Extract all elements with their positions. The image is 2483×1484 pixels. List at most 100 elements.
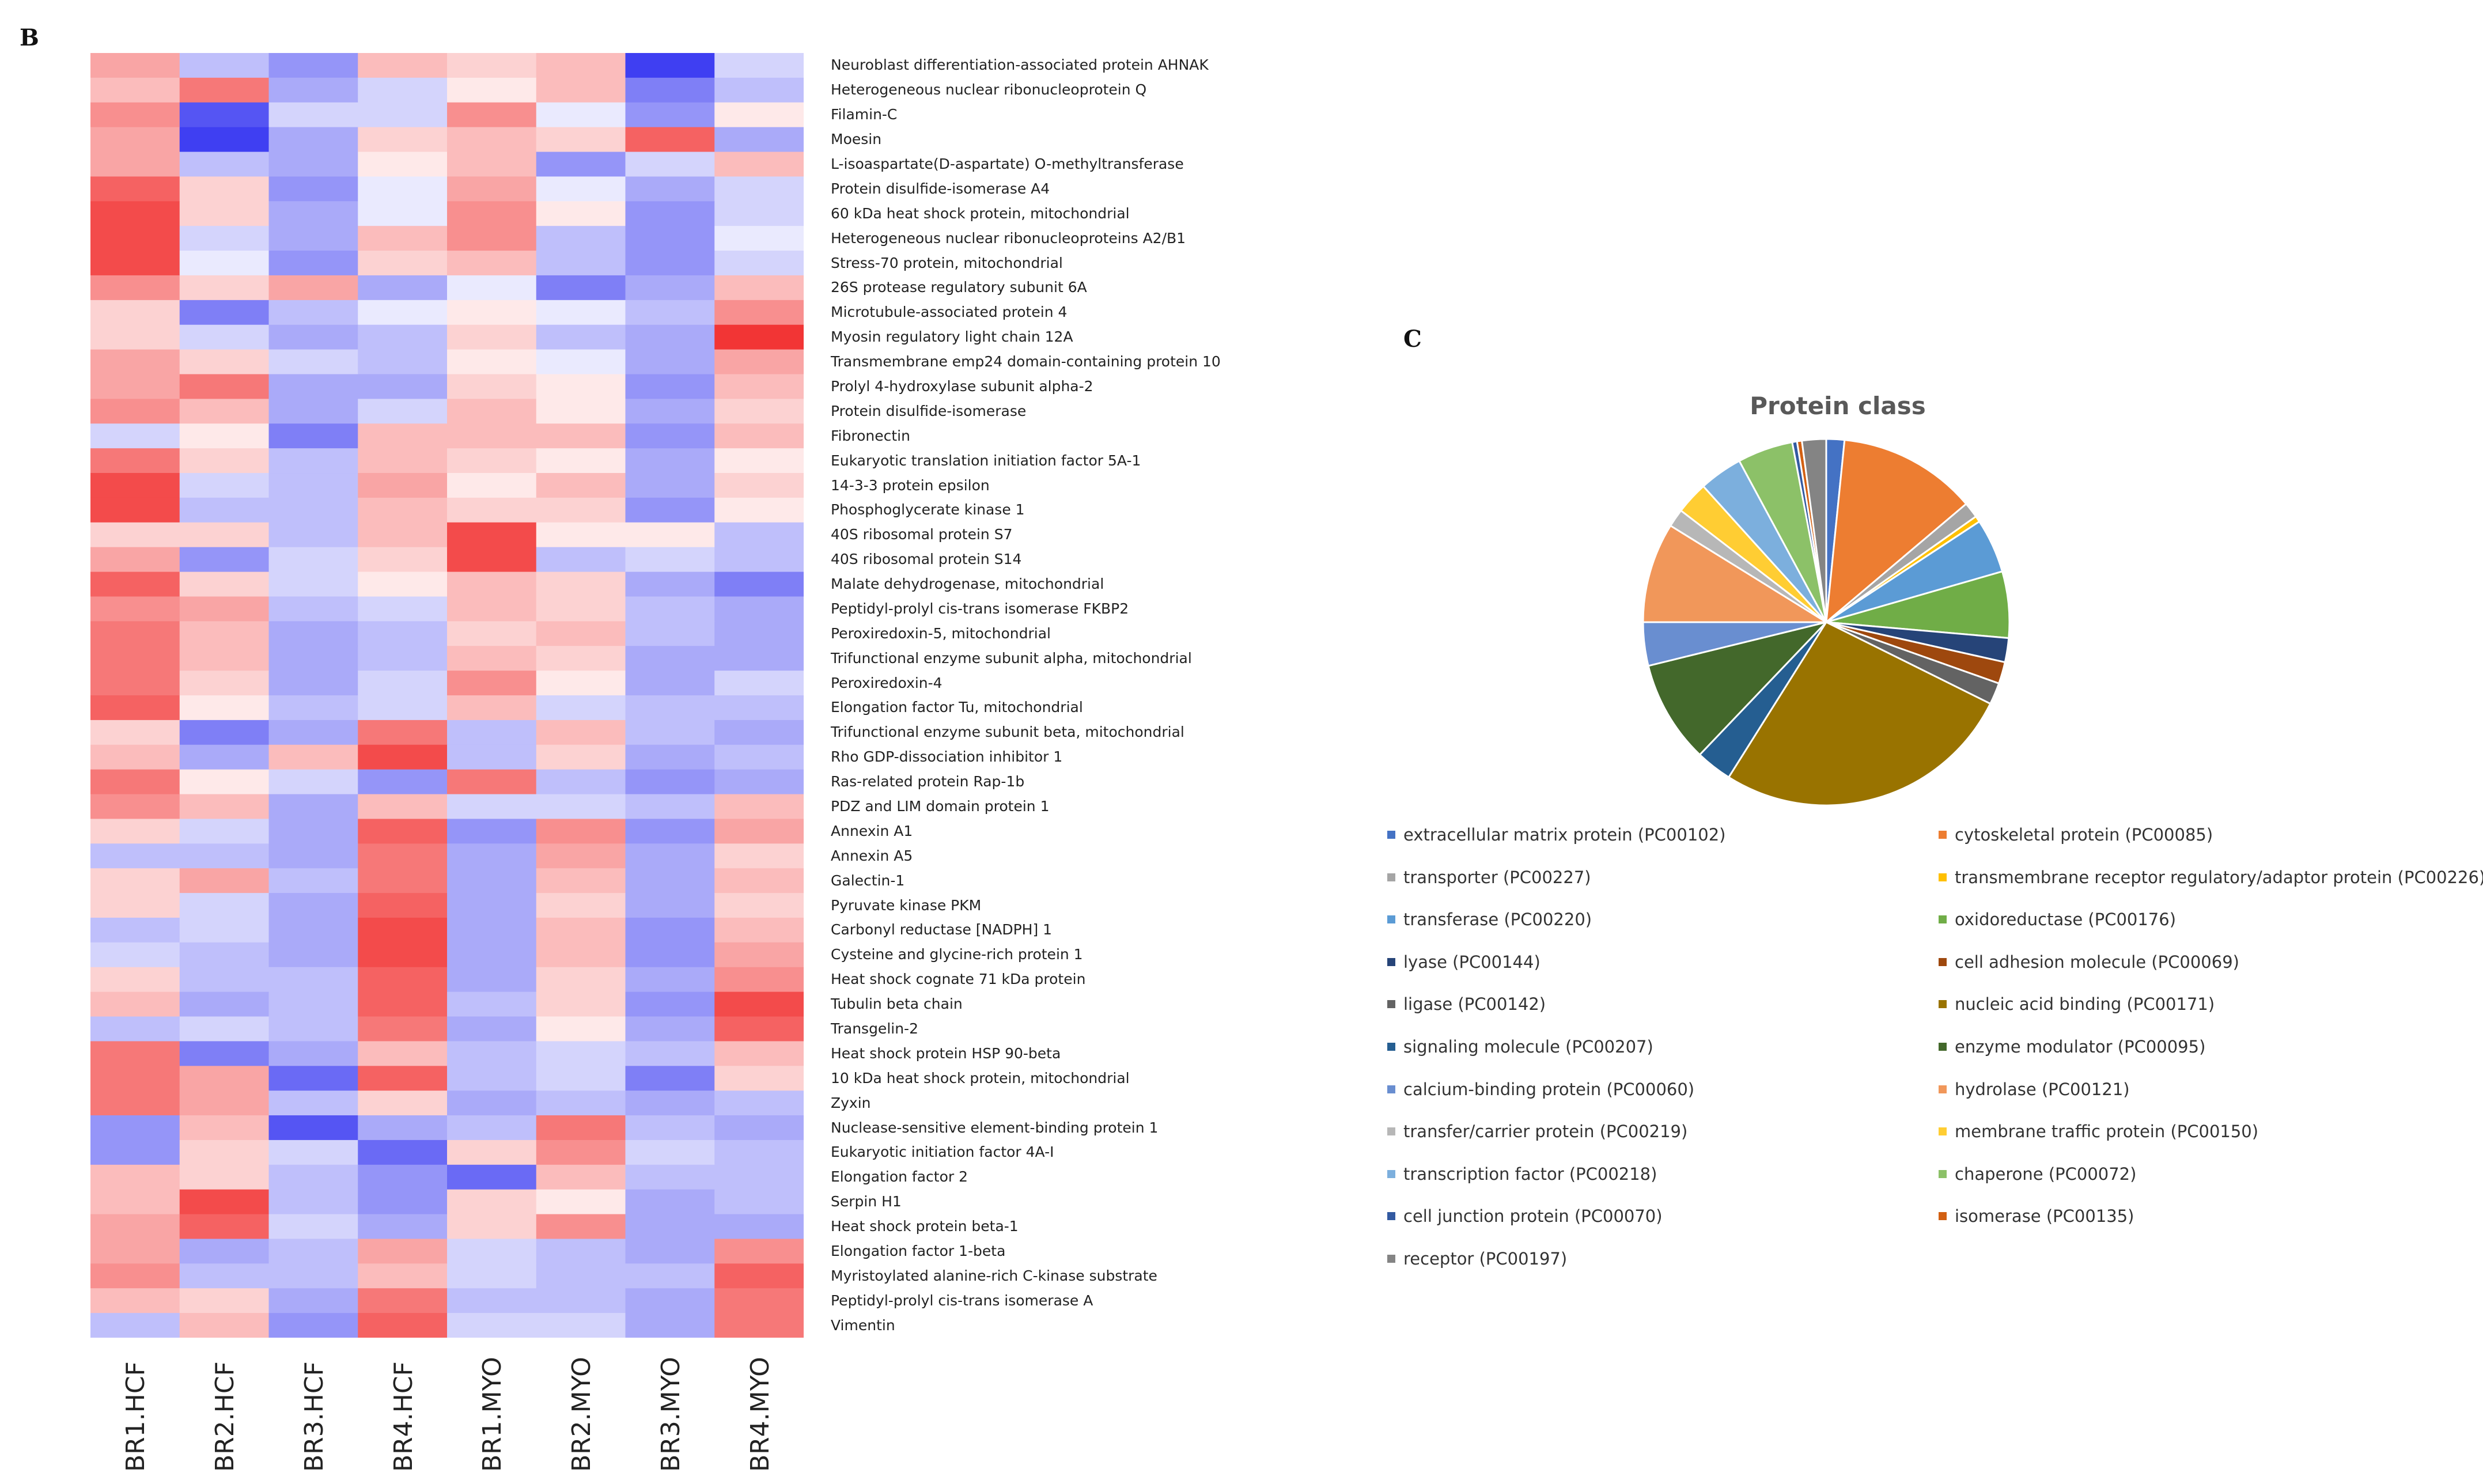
heatmap-cell: [447, 720, 537, 745]
heatmap-cell: [358, 794, 448, 820]
heatmap-cell: [536, 349, 626, 375]
heatmap-cell: [714, 423, 804, 449]
heatmap-cell: [179, 720, 270, 745]
heatmap-cell: [90, 671, 180, 696]
heatmap-cell: [179, 152, 270, 177]
heatmap-cell: [179, 547, 270, 573]
heatmap-cell: [268, 176, 358, 202]
heatmap-cell: [447, 1189, 537, 1215]
heatmap-row-label: Peptidyl-prolyl cis-trans isomerase FKBP…: [831, 600, 1129, 617]
legend-swatch: [1387, 1000, 1395, 1009]
heatmap-cell: [179, 967, 270, 993]
heatmap-cell: [447, 843, 537, 869]
heatmap-cell: [536, 819, 626, 844]
heatmap-cell: [536, 275, 626, 301]
heatmap-cell: [714, 646, 804, 671]
heatmap-cell: [268, 646, 358, 671]
legend-item: membrane traffic protein (PC00150): [1939, 1122, 2258, 1141]
heatmap-cell: [625, 1263, 715, 1289]
legend-swatch: [1939, 915, 1947, 924]
heatmap-cell: [447, 473, 537, 498]
heatmap-cell: [268, 349, 358, 375]
heatmap-cell: [447, 571, 537, 597]
heatmap-cell: [179, 843, 270, 869]
pie-slice: [1825, 438, 1967, 624]
heatmap-cell: [179, 1313, 270, 1338]
heatmap-cell: [90, 646, 180, 671]
heatmap-row-label: Filamin-C: [831, 106, 898, 123]
heatmap-cell: [536, 1140, 626, 1165]
heatmap-row-label: Peroxiredoxin-4: [831, 674, 943, 691]
heatmap-cell: [714, 1115, 804, 1141]
heatmap-cell: [447, 176, 537, 202]
heatmap-cell: [358, 1041, 448, 1066]
heatmap-cell: [179, 744, 270, 770]
heatmap-cell: [536, 522, 626, 548]
heatmap-cell: [90, 53, 180, 78]
legend-swatch: [1939, 1169, 1947, 1178]
heatmap-row-label: Cysteine and glycine-rich protein 1: [831, 946, 1083, 963]
heatmap-cell: [358, 547, 448, 573]
heatmap-cell: [358, 967, 448, 993]
heatmap-cell: [625, 1239, 715, 1264]
heatmap-cell: [625, 1214, 715, 1240]
heatmap-cell: [179, 201, 270, 226]
heatmap-cell: [358, 868, 448, 894]
heatmap-cell: [90, 1091, 180, 1116]
heatmap-row-label: Pyruvate kinase PKM: [831, 896, 982, 914]
heatmap-cell: [625, 794, 715, 820]
heatmap-cell: [358, 942, 448, 968]
heatmap-cell: [625, 497, 715, 523]
heatmap-cell: [625, 646, 715, 671]
legend-label: membrane traffic protein (PC00150): [1955, 1122, 2259, 1142]
heatmap-cell: [625, 967, 715, 993]
legend-label: ligase (PC00142): [1403, 994, 1546, 1014]
heatmap-cell: [358, 1115, 448, 1141]
heatmap-row-label: Ras-related protein Rap-1b: [831, 773, 1025, 790]
heatmap-cell: [447, 102, 537, 128]
heatmap-cell: [447, 349, 537, 375]
heatmap-cell: [90, 868, 180, 894]
heatmap-row-label: Eukaryotic translation initiation factor…: [831, 452, 1141, 469]
heatmap-cell: [179, 1164, 270, 1190]
heatmap-cell: [447, 967, 537, 993]
heatmap-cell: [358, 152, 448, 177]
heatmap-cell: [714, 497, 804, 523]
heatmap-cell: [179, 77, 270, 103]
heatmap-row-label: Trifunctional enzyme subunit alpha, mito…: [831, 649, 1192, 667]
heatmap-cell: [268, 942, 358, 968]
heatmap-cell: [268, 1263, 358, 1289]
heatmap-cell: [625, 893, 715, 918]
heatmap-row-label: Myosin regulatory light chain 12A: [831, 328, 1073, 346]
heatmap-cell: [536, 251, 626, 276]
heatmap-row-label: Myristoylated alanine-rich C-kinase subs…: [831, 1267, 1157, 1284]
heatmap-cell: [179, 819, 270, 844]
heatmap-cell: [90, 1239, 180, 1264]
heatmap-cell: [447, 497, 537, 523]
heatmap-cell: [268, 300, 358, 325]
heatmap-cell: [625, 720, 715, 745]
heatmap-cell: [268, 1091, 358, 1116]
heatmap-row-label: Eukaryotic initiation factor 4A-I: [831, 1144, 1054, 1161]
heatmap-cell: [447, 917, 537, 943]
heatmap-cell: [536, 621, 626, 646]
heatmap-cell: [625, 201, 715, 226]
heatmap-cell: [358, 1140, 448, 1165]
heatmap-row-label: Carbonyl reductase [NADPH] 1: [831, 921, 1053, 938]
heatmap-cell: [447, 1140, 537, 1165]
heatmap-cell: [536, 1115, 626, 1141]
legend-item: calcium-binding protein (PC00060): [1387, 1080, 1694, 1099]
heatmap-cell: [714, 127, 804, 153]
legend-item: chaperone (PC00072): [1939, 1164, 2136, 1184]
heatmap-row-label: Transgelin-2: [831, 1020, 918, 1037]
heatmap-cell: [179, 942, 270, 968]
legend-swatch: [1939, 1085, 1947, 1093]
heatmap-cell: [714, 522, 804, 548]
heatmap-cell: [358, 1214, 448, 1240]
heatmap-cell: [447, 399, 537, 424]
heatmap-cell: [268, 917, 358, 943]
heatmap-cell: [90, 152, 180, 177]
heatmap-row-label: Heterogeneous nuclear ribonucleoprotein …: [831, 81, 1147, 99]
legend-label: transcription factor (PC00218): [1403, 1164, 1657, 1184]
heatmap-cell: [179, 917, 270, 943]
